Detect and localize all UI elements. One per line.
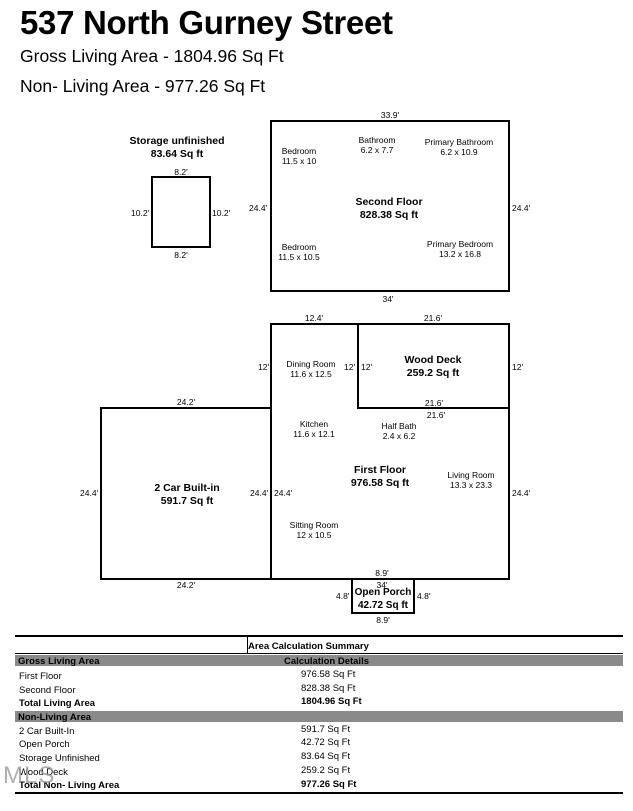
first-floor-porch-dim-top: 8.9' (375, 568, 389, 578)
row-deck-label: Wood Deck (19, 767, 68, 778)
porch-dim-bottom: 8.9' (376, 615, 390, 625)
room-kitchen: Kitchen 11.6 x 12.1 (293, 419, 335, 439)
room-living: Living Room 13.3 x 23.3 (447, 470, 495, 490)
first-floor-label: First Floor 976.58 Sq ft (350, 464, 410, 490)
room-bedroom-1: Bedroom 11.5 x 10 (281, 146, 317, 166)
table-bottom-rule (15, 792, 623, 794)
first-floor-dim-top: 12.4' (304, 313, 324, 323)
row-second-floor-label: Second Floor (19, 685, 76, 696)
garage-dim-bottom: 24.2' (176, 580, 196, 590)
second-floor-dim-right: 24.4' (512, 203, 531, 213)
non-living-header-bar: Non-Living Area (15, 711, 623, 723)
row-total-non-living-label: Total Non- Living Area (19, 780, 120, 791)
row-deck-value: 259.2 Sq Ft (301, 765, 351, 776)
second-floor-dim-bottom: 34' (382, 294, 394, 304)
row-first-floor-value: 976.58 Sq Ft (301, 669, 356, 680)
wood-deck-label: Wood Deck 259.2 Sq ft (404, 354, 462, 380)
garage-dim-right: 24.4' (250, 488, 269, 498)
table-title-divider (247, 635, 248, 653)
non-living-header: Non-Living Area (18, 712, 92, 723)
storage-label: Storage unfinished 83.64 Sq ft (129, 135, 224, 161)
row-garage-value: 591.7 Sq Ft (301, 724, 351, 735)
address-title: 537 North Gurney Street (20, 4, 393, 41)
room-dining: Dining Room 11.6 x 12.5 (286, 359, 336, 379)
garage-label: 2 Car Built-in 591.7 Sq ft (154, 482, 220, 508)
garage-dim-top: 24.2' (176, 397, 196, 407)
dining-dim-left: 12' (258, 362, 270, 372)
deck-dim-right: 12' (512, 362, 524, 372)
summary-title: Area Calculation Summary (248, 641, 369, 652)
storage-outline (151, 176, 211, 248)
wood-deck-outline (357, 323, 510, 409)
deck-dim-top: 21.6' (423, 313, 443, 323)
deck-dim-below: 21.6' (426, 410, 446, 420)
storage-dim-bottom: 8.2' (174, 250, 188, 260)
storage-dim-top: 8.2' (174, 167, 188, 177)
row-total-living-value: 1804.96 Sq Ft (301, 696, 362, 707)
room-primary-bathroom: Primary Bathroom 6.2 x 10.9 (424, 137, 494, 157)
porch-outline (351, 578, 415, 614)
garage-dim-left: 24.4' (80, 488, 99, 498)
deck-dim-left: 12' (361, 362, 373, 372)
second-floor-dim-top: 33.9' (380, 110, 400, 120)
row-storage-label: Storage Unfinished (19, 753, 100, 764)
row-porch-label: Open Porch (19, 739, 70, 750)
row-first-floor-label: First Floor (19, 671, 62, 682)
room-half-bath: Half Bath 2.4 x 6.2 (381, 421, 417, 441)
storage-dim-right: 10.2' (212, 208, 231, 218)
first-floor-dim-left: 24.4' (274, 488, 293, 498)
row-total-non-living-value: 977.26 Sq Ft (301, 779, 357, 790)
storage-dim-left: 10.2' (131, 208, 150, 218)
gross-living-area-heading: Gross Living Area - 1804.96 Sq Ft (20, 46, 284, 66)
mls-watermark: MLS (3, 762, 56, 789)
room-bedroom-2: Bedroom 11.5 x 10.5 (278, 242, 320, 262)
second-floor-outline (270, 120, 510, 292)
garage-outline (100, 407, 272, 580)
second-floor-dim-left: 24.4' (249, 203, 268, 213)
dining-dim-right: 12' (344, 362, 356, 372)
calc-details-header: Calculation Details (284, 656, 369, 667)
porch-dim-right: 4.8' (417, 591, 431, 601)
porch-label: Open Porch 42.72 Sq ft (354, 587, 412, 611)
row-porch-value: 42.72 Sq Ft (301, 737, 351, 748)
table-top-rule (15, 635, 623, 637)
room-primary-bedroom: Primary Bedroom 13.2 x 16.8 (426, 239, 494, 259)
storage-area: 83.64 Sq ft (150, 148, 204, 161)
room-bathroom: Bathroom 6.2 x 7.7 (358, 135, 396, 155)
porch-dim-left: 4.8' (336, 591, 350, 601)
deck-dim-bottom: 21.6' (424, 398, 444, 408)
first-floor-dim-right: 24.4' (512, 488, 531, 498)
gross-living-header: Gross Living Area (18, 656, 100, 667)
non-living-area-heading: Non- Living Area - 977.26 Sq Ft (20, 76, 266, 96)
row-storage-value: 83.64 Sq Ft (301, 751, 351, 762)
row-garage-label: 2 Car Built-In (19, 726, 75, 737)
row-second-floor-value: 828.38 Sq Ft (301, 683, 356, 694)
second-floor-label: Second Floor 828.38 Sq ft (355, 196, 423, 222)
storage-title: Storage unfinished (129, 135, 225, 147)
row-total-living-label: Total Living Area (19, 698, 96, 709)
gross-living-header-bar: Gross Living Area Calculation Details (15, 655, 623, 667)
first-floor-dim-bottom: 34' (376, 580, 388, 590)
room-sitting: Sitting Room 12 x 10.5 (289, 520, 339, 540)
table-title-rule (15, 653, 623, 654)
